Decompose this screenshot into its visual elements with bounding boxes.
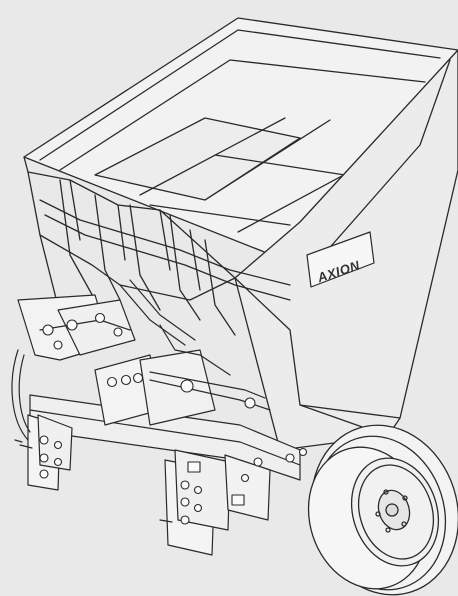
wheel	[307, 424, 458, 596]
hitch-bolts	[39, 312, 308, 525]
hitch-frame	[14, 279, 301, 556]
hopper	[23, 17, 458, 451]
left-wheel	[11, 349, 31, 441]
